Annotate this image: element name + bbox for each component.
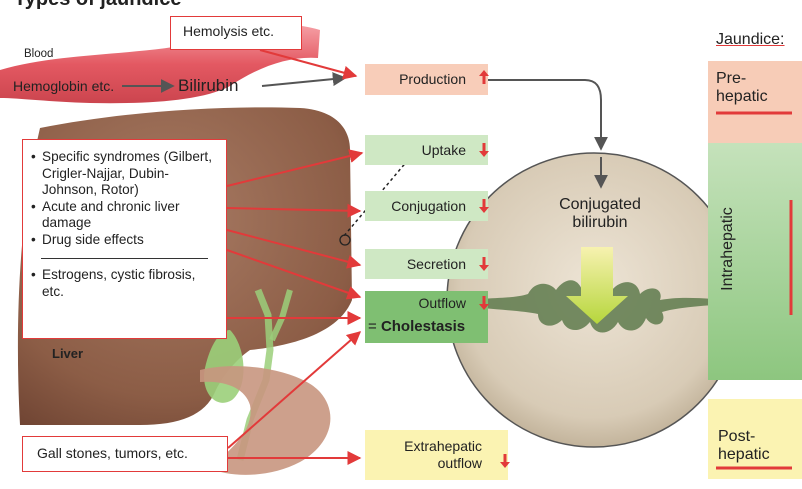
posthepatic-line1: Post-	[718, 428, 770, 446]
step-secretion: Secretion	[365, 249, 488, 279]
step-extrahepatic-outflow: Extrahepatic outflow	[365, 430, 508, 480]
prehepatic-line1: Pre-	[716, 70, 768, 88]
prehepatic-label: Pre- hepatic	[716, 70, 768, 106]
extrahepatic-cause-text: Gall stones, tumors, etc.	[37, 445, 188, 461]
prehepatic-line2: hepatic	[716, 88, 768, 106]
uptake-decrease-arrow-icon	[479, 143, 489, 157]
cause-liver-damage: Acute and chronic liver damage	[29, 199, 220, 232]
conjugated-bilirubin-line2: bilirubin	[540, 214, 660, 232]
step-uptake: Uptake	[365, 135, 488, 165]
blood-label: Blood	[24, 48, 53, 60]
cause-estrogens: Estrogens, cystic fibrosis, etc.	[29, 267, 220, 300]
conjugation-decrease-arrow-icon	[479, 199, 489, 213]
causes-divider	[41, 258, 208, 259]
hemolysis-cause-box: Hemolysis etc.	[170, 16, 302, 50]
step-outflow-label: Outflow	[365, 295, 466, 312]
cholestasis-label: = Cholestasis	[368, 318, 465, 335]
outflow-decrease-arrow-icon	[479, 296, 489, 310]
extrahepatic-decrease-arrow-icon	[500, 452, 510, 470]
step-conjugation: Conjugation	[365, 191, 488, 221]
step-outflow: Outflow	[365, 291, 488, 343]
intrahepatic-causes-list: Specific syndromes (Gilbert, Crigler-Naj…	[29, 149, 220, 248]
intrahepatic-label: Intrahepatic	[719, 194, 737, 304]
step-uptake-label: Uptake	[422, 142, 466, 158]
page-title: Types of jaundice	[14, 0, 181, 11]
liver-label: Liver	[52, 346, 83, 361]
conjugated-bilirubin-label: Conjugated bilirubin	[540, 196, 660, 232]
hemoglobin-label: Hemoglobin etc.	[13, 78, 114, 94]
cholestasis-term: Cholestasis	[381, 318, 465, 335]
cause-drug-side-effects: Drug side effects	[29, 232, 220, 249]
cholestatic-causes-list: Estrogens, cystic fibrosis, etc.	[29, 267, 220, 300]
step-extrahepatic-line2: outflow	[365, 455, 482, 472]
production-increase-arrow-icon	[479, 70, 489, 84]
extrahepatic-cause-box: Gall stones, tumors, etc.	[22, 436, 228, 472]
step-production-label: Production	[399, 71, 466, 87]
secretion-decrease-arrow-icon	[479, 257, 489, 271]
intrahepatic-causes-box: Specific syndromes (Gilbert, Crigler-Naj…	[22, 139, 227, 339]
step-production: Production	[365, 64, 488, 95]
cause-specific-syndromes: Specific syndromes (Gilbert, Crigler-Naj…	[29, 149, 220, 199]
step-extrahepatic-line1: Extrahepatic	[365, 438, 482, 455]
hemolysis-cause-text: Hemolysis etc.	[183, 23, 274, 39]
jaundice-title: Jaundice:	[716, 31, 785, 49]
bilirubin-label: Bilirubin	[178, 76, 238, 96]
cholestasis-prefix: =	[368, 318, 381, 335]
step-secretion-label: Secretion	[407, 256, 466, 272]
posthepatic-line2: hepatic	[718, 446, 770, 464]
posthepatic-label: Post- hepatic	[718, 428, 770, 464]
conjugated-bilirubin-line1: Conjugated	[540, 196, 660, 214]
step-conjugation-label: Conjugation	[391, 198, 466, 214]
